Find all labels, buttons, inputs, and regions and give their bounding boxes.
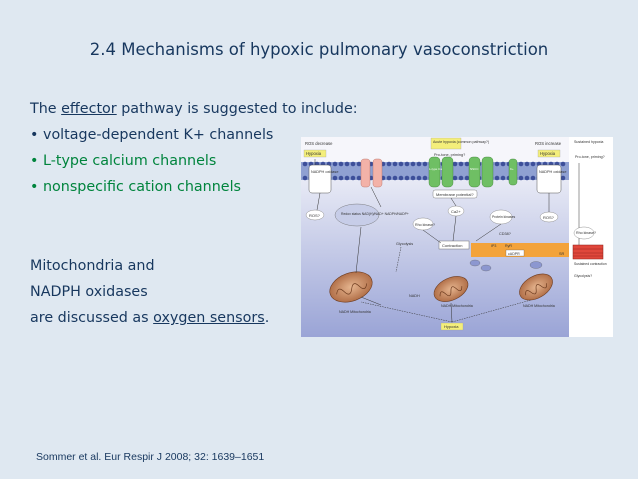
small-organelle-1 (469, 259, 481, 267)
ros-right-label: ROS? (543, 215, 555, 220)
slide-title: 2.4 Mechanisms of hypoxic pulmonary vaso… (89, 40, 549, 59)
acute-hypoxia-box (430, 137, 462, 150)
nadh-label: NADH (409, 294, 420, 298)
ca-channel-label-1: L-type Ca (429, 167, 442, 171)
redox-status-bubble (334, 203, 380, 227)
ros-left-label: ROS? (309, 213, 321, 218)
mitochondrion-center (433, 276, 469, 302)
mitochondrion-right (519, 273, 553, 301)
sensors-prefix: are discussed as (30, 310, 154, 326)
sensors-line-1: Mitochondria and (30, 258, 155, 274)
sensors-line-2: NADPH oxidases (30, 284, 148, 300)
nadh-mito-center-label: NADH Mitochondria (441, 304, 473, 308)
ca2-label: Ca2+ (451, 209, 461, 214)
hypoxia-left-label: Hypoxia (306, 151, 322, 156)
mitochondrion-left (329, 271, 373, 303)
sensors-suffix: . (264, 310, 270, 326)
pro-tone-label: Pro-tone, priming? (434, 153, 465, 157)
sensors-line-3: are discussed as oxygen sensors. (30, 305, 269, 331)
bullet-l-type-calcium: • L-type calcium channels (30, 153, 217, 169)
intro-line: The effector pathway is suggested to inc… (30, 96, 358, 122)
pathway-arrows (314, 159, 550, 323)
membrane-potential-label: Membrane potential? (436, 192, 474, 197)
mechanism-diagram: ROS decrease Hypoxia Acute hypoxia (comm… (301, 137, 607, 337)
hypoxia-right-label: Hypoxia (540, 151, 556, 156)
cadpr-box (505, 249, 525, 257)
acute-hypoxia-label: Acute hypoxia (common pathway?) (433, 140, 489, 144)
nadh-mito-left-label: NADH Mitochondria (339, 310, 371, 314)
rho-kinase-right-bubble (573, 226, 595, 240)
bullet-k-channels: • voltage-dependent K+ channels (30, 127, 274, 143)
membrane-potential-box (432, 189, 478, 199)
nadph-oxidase-left-label: NADPH oxidase (311, 170, 338, 174)
cadpr-label: cADPR (508, 252, 520, 256)
sustained-contraction-label: Sustained contraction (574, 262, 607, 266)
contraction-box (438, 240, 470, 250)
intro-prefix: The (30, 101, 62, 117)
rho-kinase-center-label: Rho kinase? (415, 223, 435, 227)
ca-channel-label-3: K+ (510, 167, 514, 171)
hypoxia-bottom-label: Hypoxia (444, 324, 459, 329)
sustained-hypoxia-label: Sustained hypoxia (574, 140, 603, 144)
ros-left-bubble (305, 209, 325, 221)
nadph-oxidase-right-label: NADPH oxidase (539, 170, 566, 174)
bullet-nonspecific-cation: • nonspecific cation channels (30, 179, 241, 195)
ion-channel-pink-left (360, 158, 383, 188)
effector-link: effector (61, 101, 117, 117)
ros-increase-label: ROS increase (535, 141, 562, 146)
rho-kinase-right-label: Rho kinase? (576, 231, 596, 235)
redox-status-label: Redox status NAD(H)/NAD+ NADPH/NADP+ (341, 212, 409, 216)
contraction-label: Contraction (442, 243, 462, 248)
pro-tone-priming-right-label: Pro-tone, priming? (575, 155, 605, 159)
glycolysis-right-label: Glycolysis? (574, 274, 592, 278)
effector-paragraph: The effector pathway is suggested to inc… (30, 96, 358, 200)
glycolysis-label: Glycolysis (396, 242, 413, 246)
ca-channel-label-2: NSCC (470, 167, 479, 171)
hypoxia-bottom-box (440, 322, 464, 331)
citation: Sommer et al. Eur Respir J 2008; 32: 163… (36, 451, 265, 463)
ros-decrease-label: ROS decrease (305, 141, 333, 146)
intro-suffix: pathway is suggested to include: (116, 101, 358, 117)
protein-kinase-label: Protein kinases (492, 215, 515, 219)
hypoxia-left-box (303, 149, 327, 158)
sensors-paragraph: Mitochondria and NADPH oxidases are disc… (30, 253, 269, 331)
sustained-contraction-box (572, 244, 604, 260)
nadh-mito-right-label: NADH Mitochondria (523, 304, 555, 308)
calcium-channels: L-type Ca NSCC K+ (428, 156, 518, 188)
ip3-label: IP3 (491, 244, 496, 248)
sr-label: SR (559, 252, 565, 256)
hpv-mechanism-figure: ROS decrease Hypoxia Acute hypoxia (comm… (301, 137, 613, 337)
small-organelle-3 (529, 261, 543, 269)
small-organelle-2 (480, 264, 492, 272)
cd38-label: CD38? (499, 232, 511, 236)
hypoxia-right-box (537, 149, 561, 158)
oxygen-sensors-link: oxygen sensors (153, 310, 265, 326)
ryr-label: RyR (505, 244, 512, 248)
